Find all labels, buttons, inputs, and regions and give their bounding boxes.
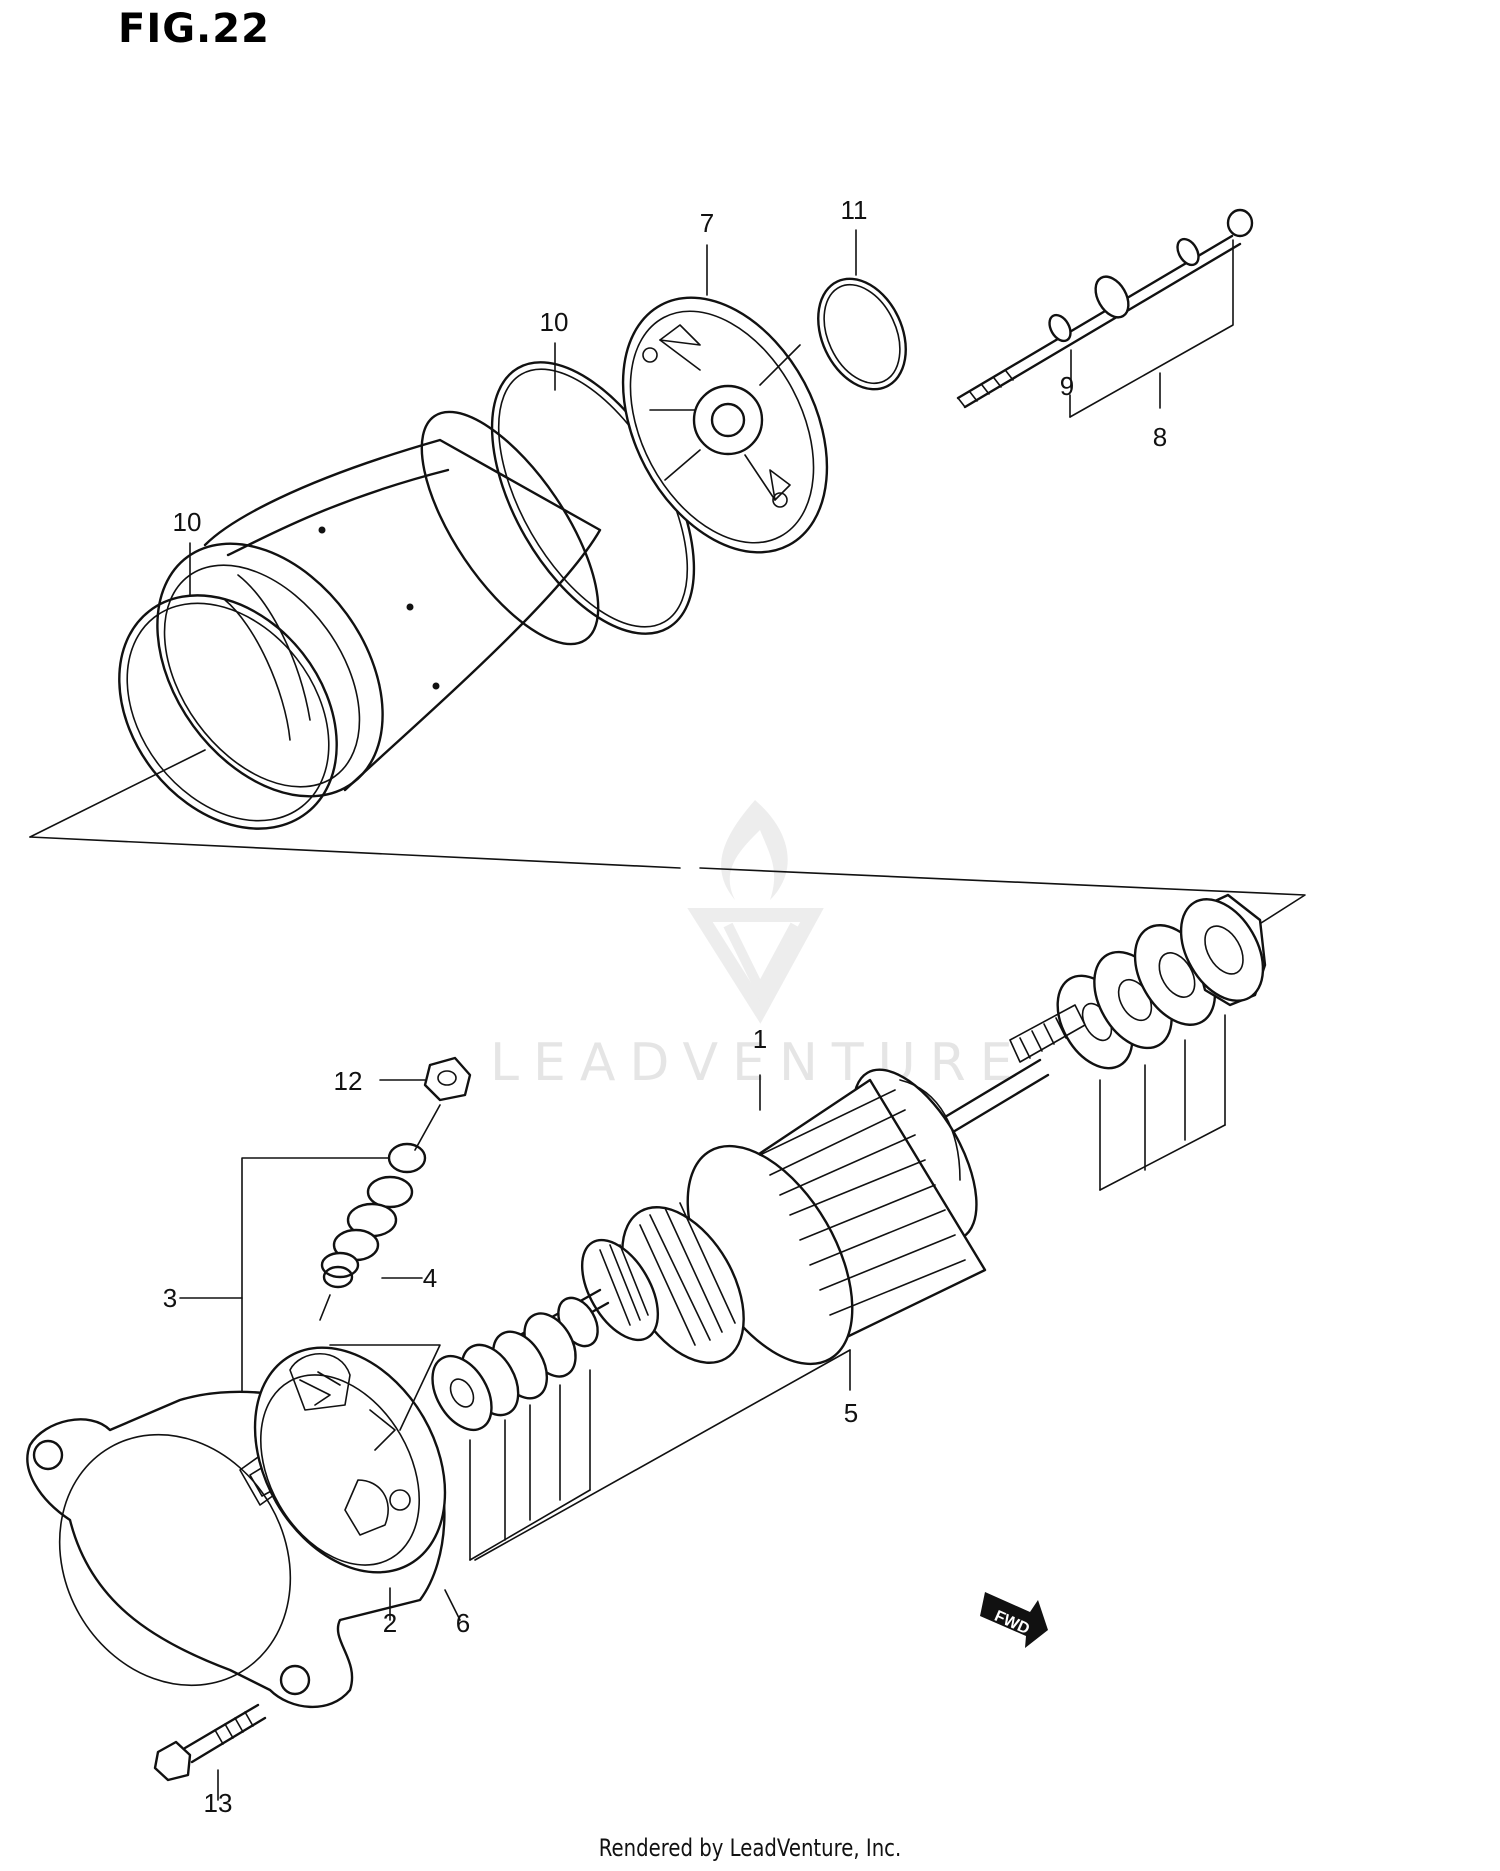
- callout-2: 2: [383, 1608, 397, 1638]
- end-cover-7: [621, 296, 829, 554]
- callout-4: 4: [423, 1263, 437, 1293]
- callout-labels: 7 11 10 10 9 8 1 12 4 3 5 2 6 13: [163, 195, 1167, 1818]
- nut-12: [414, 1056, 472, 1151]
- yoke-housing: [156, 410, 602, 798]
- shim-stack-right: [1056, 893, 1267, 1191]
- leadventure-watermark: LEADVENTURE: [490, 800, 1027, 1093]
- brush-plate: [253, 1344, 447, 1574]
- callout-5: 5: [844, 1398, 858, 1428]
- figure-title: FIG.22: [118, 6, 270, 52]
- leader-5: [474, 1349, 851, 1561]
- fwd-arrow-badge: FWD: [980, 1592, 1048, 1648]
- callout-12: 12: [334, 1066, 363, 1096]
- bolt-13: [153, 1703, 267, 1801]
- callout-6: 6: [456, 1608, 470, 1638]
- callout-9: 9: [1060, 371, 1074, 401]
- callout-11: 11: [841, 195, 868, 225]
- callout-7: 7: [700, 208, 714, 238]
- callout-10-left: 10: [173, 507, 202, 537]
- section-line-upper-left: [29, 749, 206, 838]
- section-line-middle: [29, 836, 1306, 931]
- callout-10-upper: 10: [540, 307, 569, 337]
- render-credit-footer: Rendered by LeadVenture, Inc.: [598, 1834, 902, 1862]
- through-bolt-8: [956, 208, 1254, 409]
- o-ring-11: [817, 277, 907, 391]
- callout-8: 8: [1153, 422, 1167, 452]
- shim-stack-left: [431, 1296, 599, 1561]
- terminal-bolt-kit-3: [241, 1142, 427, 1431]
- callout-1: 1: [753, 1024, 767, 1054]
- callout-3: 3: [163, 1283, 177, 1313]
- callout-leaders: [179, 229, 1234, 1621]
- watermark-text: LEADVENTURE: [490, 1033, 1027, 1093]
- armature-1: [518, 1004, 1086, 1366]
- callout-13: 13: [204, 1788, 233, 1818]
- o-ring-10-left: [118, 594, 338, 830]
